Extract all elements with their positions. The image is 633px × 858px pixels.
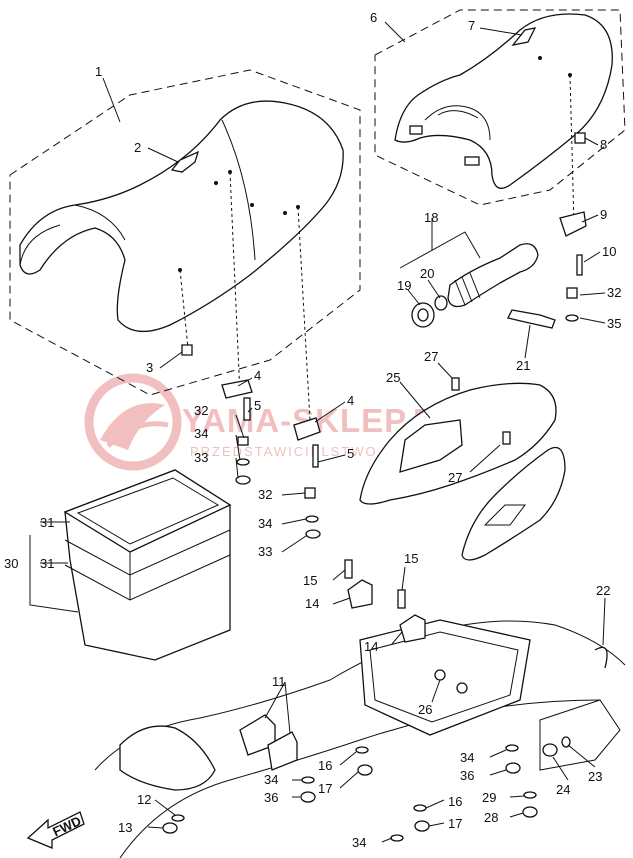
callout-15-left: 15 (303, 573, 317, 588)
callout-6: 6 (370, 10, 377, 25)
callout-30: 30 (4, 556, 18, 571)
seat-grab-strap (170, 150, 200, 173)
storage-basket (63, 469, 232, 661)
callout-26: 26 (418, 702, 432, 717)
callout-36-left: 36 (264, 790, 278, 805)
callout-labels: 1 2 3 4 5 4 5 6 7 8 9 10 32 35 18 20 19 … (4, 10, 621, 850)
callout-20: 20 (420, 266, 434, 281)
callout-17-left: 17 (318, 781, 332, 796)
hull-deck-outline (94, 619, 626, 858)
seat-1-dashed-frame (9, 69, 361, 396)
vent-hose-assembly (411, 243, 556, 329)
callout-11: 11 (272, 674, 286, 689)
callout-1: 1 (95, 64, 102, 79)
callout-9: 9 (600, 207, 607, 222)
callout-32-top: 32 (194, 403, 208, 418)
callout-24: 24 (556, 782, 570, 797)
callout-31-lower: 31 (40, 556, 54, 571)
callout-35: 35 (607, 316, 621, 331)
callout-29: 29 (482, 790, 496, 805)
callout-10: 10 (602, 244, 616, 259)
callout-19: 19 (397, 278, 411, 293)
callout-16-right: 16 (448, 794, 462, 809)
callout-21: 21 (516, 358, 530, 373)
callout-32-right: 32 (607, 285, 621, 300)
callout-8: 8 (600, 137, 607, 152)
forward-direction-arrow: FWD (26, 811, 85, 849)
callout-36-right: 36 (460, 768, 474, 783)
callout-34-lowleft: 34 (264, 772, 278, 787)
callout-17-right: 17 (448, 816, 462, 831)
callout-34-mid: 34 (258, 516, 272, 531)
callout-13: 13 (118, 820, 132, 835)
callout-7: 7 (468, 18, 475, 33)
mount-brackets (239, 559, 468, 771)
callout-14-right: 14 (364, 639, 378, 654)
callout-15-right: 15 (404, 551, 418, 566)
callout-25: 25 (386, 370, 400, 385)
callout-4-upper: 4 (254, 368, 261, 383)
callout-5-upper: 5 (254, 398, 261, 413)
callout-18: 18 (424, 210, 438, 225)
callout-34-right: 34 (460, 750, 474, 765)
callout-3: 3 (146, 360, 153, 375)
callout-4-lower: 4 (347, 393, 354, 408)
callout-34-top: 34 (194, 426, 208, 441)
callout-28: 28 (484, 810, 498, 825)
callout-12: 12 (137, 792, 151, 807)
fwd-label: FWD (50, 813, 83, 839)
rear-seat-drawing (394, 13, 613, 189)
callout-32-mid: 32 (258, 487, 272, 502)
callout-22: 22 (596, 583, 610, 598)
callout-33-mid: 33 (258, 544, 272, 559)
callout-16-left: 16 (318, 758, 332, 773)
callout-33-top: 33 (194, 450, 208, 465)
callout-2: 2 (134, 140, 141, 155)
leader-lines (29, 21, 606, 843)
small-hardware (162, 646, 608, 842)
callout-14-left: 14 (305, 596, 319, 611)
callout-23: 23 (588, 769, 602, 784)
callout-31-upper: 31 (40, 515, 54, 530)
storage-bin-cover (359, 377, 566, 561)
front-seat-drawing (19, 100, 344, 332)
fastener-set-left (181, 344, 321, 539)
fastener-set-right (559, 132, 587, 322)
callout-34-bottom: 34 (352, 835, 366, 850)
bracket-21 (507, 309, 556, 329)
callout-27-upper: 27 (424, 349, 438, 364)
callout-27-lower: 27 (448, 470, 462, 485)
seat-6-dashed-frame (374, 9, 626, 206)
callout-5-lower: 5 (347, 446, 354, 461)
